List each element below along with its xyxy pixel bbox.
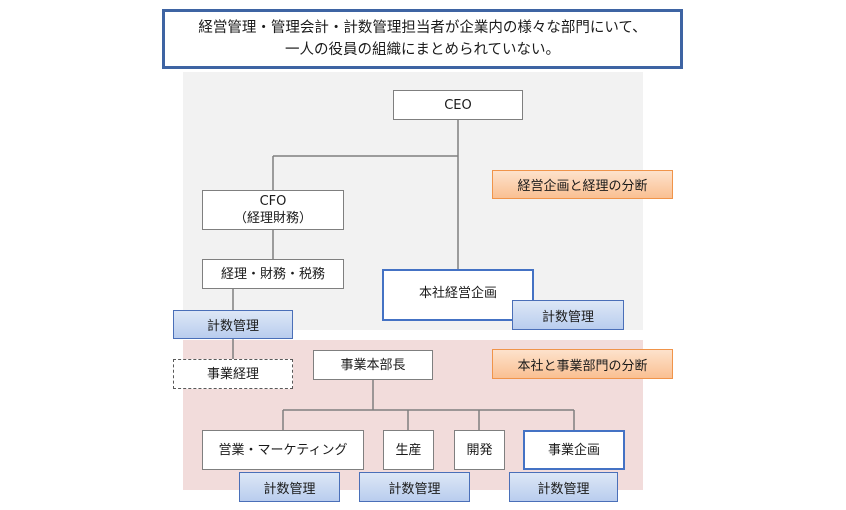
accounting-metrics-label: 計数管理	[206, 319, 259, 334]
planning-metrics-label: 計数管理	[537, 481, 590, 497]
hq-planning-node: 本社経営企画	[382, 269, 534, 321]
sales-marketing-node: 営業・マーケティング	[202, 430, 364, 470]
development-node: 開発	[454, 430, 505, 470]
production-node: 生産	[383, 430, 434, 470]
business-accounting-label: 事業経理	[206, 366, 259, 382]
note-planning-accounting-split: 経営企画と経理の分断	[492, 170, 673, 199]
note-bottom-label: 本社と事業部門の分断	[517, 358, 648, 374]
production-metrics-label: 計数管理	[388, 481, 441, 497]
note-top-label: 経営企画と経理の分断	[517, 179, 648, 194]
sales-metrics-label: 計数管理	[263, 481, 316, 497]
business-accounting-node: 事業経理	[173, 359, 293, 389]
hq-planning-label: 本社経営企画	[418, 285, 497, 301]
accounting-metrics-tag: 計数管理	[173, 310, 293, 339]
cfo-node: CFO （経理財務）	[202, 190, 344, 230]
header-statement: 経営管理・管理会計・計数管理担当者が企業内の様々な部門にいて、 一人の役員の組織…	[162, 9, 683, 69]
development-label: 開発	[466, 442, 493, 458]
business-planning-node: 事業企画	[523, 430, 625, 470]
cfo-label: CFO	[259, 194, 287, 209]
accounting-label: 経理・財務・税務	[220, 266, 325, 282]
division-head-label: 事業本部長	[340, 357, 406, 373]
division-head-node: 事業本部長	[313, 350, 433, 380]
hq-metrics-tag: 計数管理	[512, 300, 624, 330]
ceo-label: CEO	[444, 97, 472, 113]
accounting-node: 経理・財務・税務	[202, 259, 344, 289]
production-label: 生産	[395, 442, 422, 458]
production-metrics-tag: 計数管理	[359, 472, 470, 502]
note-hq-division-split: 本社と事業部門の分断	[492, 349, 673, 379]
planning-metrics-tag: 計数管理	[509, 472, 618, 502]
cfo-sublabel: （経理財務）	[233, 211, 312, 226]
header-line-2: 一人の役員の組織にまとめられていない。	[284, 42, 561, 58]
header-line-1: 経営管理・管理会計・計数管理担当者が企業内の様々な部門にいて、	[198, 20, 647, 36]
hq-metrics-label: 計数管理	[541, 309, 594, 325]
sales-marketing-label: 営業・マーケティング	[218, 442, 348, 458]
business-planning-label: 事業企画	[547, 442, 600, 458]
ceo-node: CEO	[393, 90, 523, 120]
sales-metrics-tag: 計数管理	[239, 472, 340, 502]
